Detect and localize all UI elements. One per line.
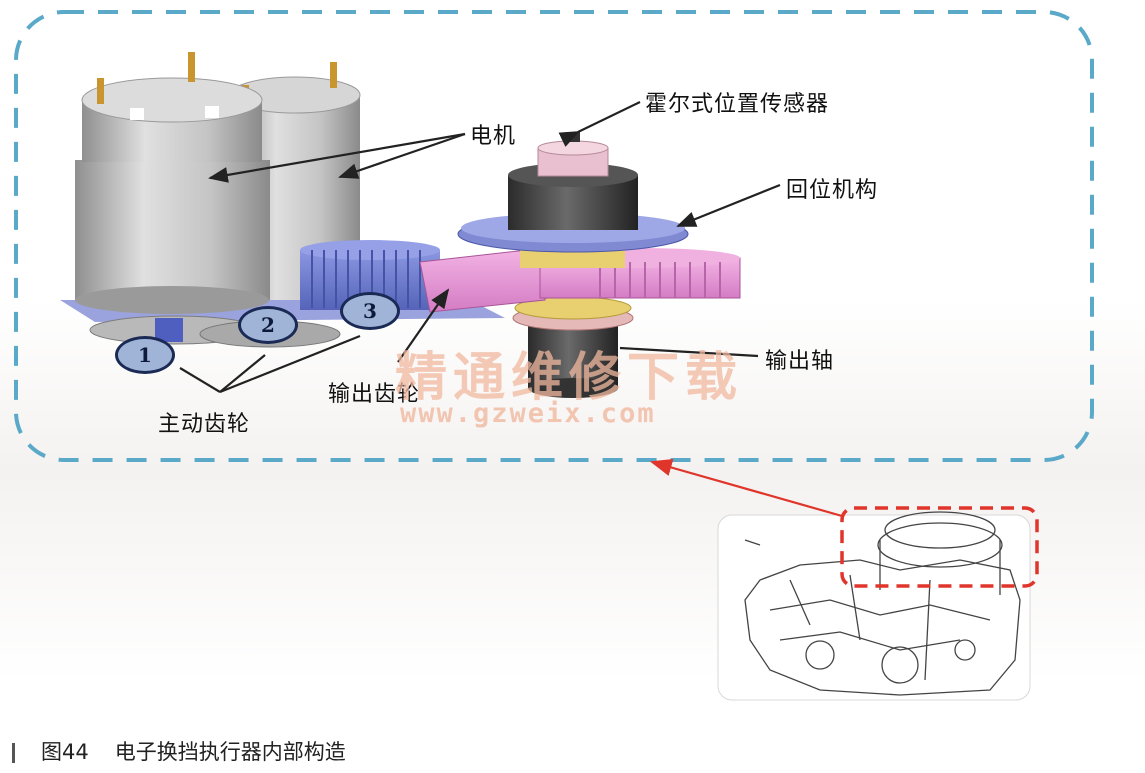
label-hall-sensor: 霍尔式位置传感器 <box>645 92 830 117</box>
label-motor: 电机 <box>470 124 517 149</box>
figure-caption: 图44 电子换挡执行器内部构造 <box>12 736 346 766</box>
frame-dashed-outline <box>14 10 1094 462</box>
gear-number-badge-3: 3 <box>340 292 400 330</box>
watermark-url: www.gzweix.com <box>400 398 656 429</box>
highlight-arrow <box>649 458 843 518</box>
label-output-shaft: 输出轴 <box>765 349 835 374</box>
gear-number-badge-2: 2 <box>238 306 298 344</box>
caption-bar <box>12 743 15 763</box>
figure-number: 图44 <box>41 740 89 764</box>
figure-title: 电子换挡执行器内部构造 <box>114 740 346 764</box>
watermark-text: 精通维修下载 <box>395 348 744 408</box>
output-assembly <box>419 132 741 398</box>
label-output-gear: 输出齿轮 <box>328 382 421 407</box>
highlight-dashed-box <box>840 506 1039 588</box>
motor-left <box>75 52 270 314</box>
label-return-mechanism: 回位机构 <box>786 178 879 203</box>
inset-transmission-view <box>717 506 1039 701</box>
label-drive-gear: 主动齿轮 <box>158 412 251 437</box>
gear-number-badge-1: 1 <box>115 336 175 374</box>
